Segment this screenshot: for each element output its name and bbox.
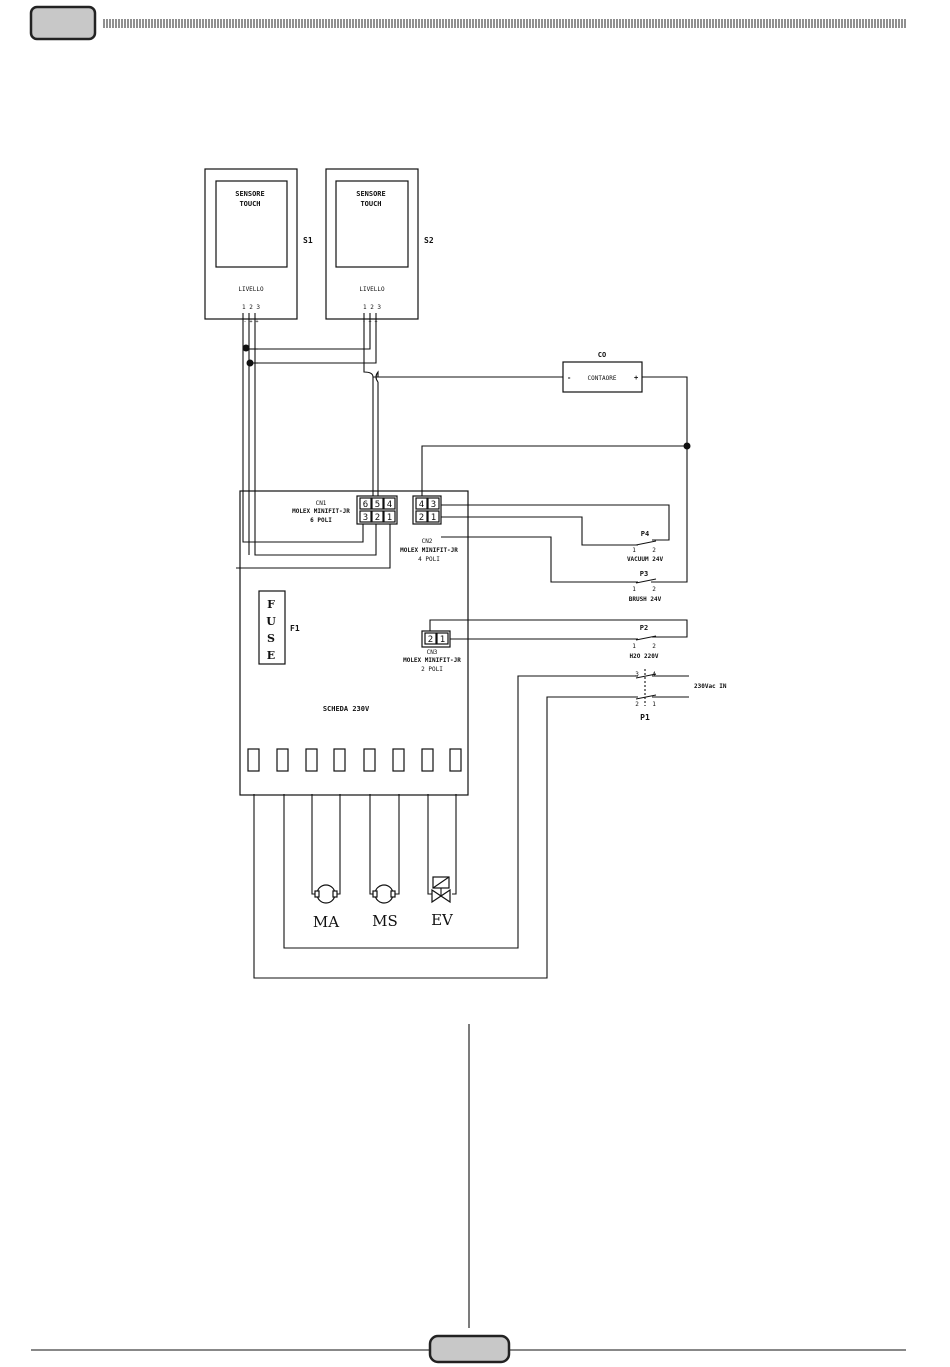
connector-cn1: 6 5 4 3 2 1 CN1 MOLEX MINIFIT-JR 6 POLI <box>292 495 398 525</box>
hour-counter-label: CONTAORE <box>588 375 617 382</box>
wires <box>236 313 689 979</box>
sensor-s2-pins: 1 2 3 <box>363 304 381 311</box>
control-board-label: SCHEDA 230V <box>323 705 370 713</box>
fuse-id: F1 <box>290 624 300 633</box>
switch-p2-pin2: 2 <box>652 643 656 650</box>
switch-p2-id: P2 <box>640 624 648 632</box>
cn1-pin-4: 4 <box>387 500 392 510</box>
sensor-s1-id: S1 <box>303 236 313 245</box>
switch-p4-label: VACUUM 24V <box>627 556 664 563</box>
hour-counter: CO CONTAORE - + <box>562 351 643 393</box>
switch-p3-pin2: 2 <box>652 586 656 593</box>
footer-page-tab <box>428 1334 511 1364</box>
switch-p3-label: BRUSH 24V <box>629 596 662 603</box>
sensor-s1-pins: 1 2 3 <box>242 304 260 311</box>
cn3-name: MOLEX MINIFIT-JR <box>403 657 461 664</box>
cn2-poles: 4 POLI <box>418 556 440 563</box>
motor-ms: MS <box>372 884 398 930</box>
switch-p1-pin3: 3 <box>635 671 639 678</box>
cn1-poles: 6 POLI <box>310 517 332 524</box>
sensor-s2-title: SENSORE <box>356 190 386 198</box>
sensor-s2: SENSORE TOUCH LIVELLO 1 2 3 - + + S2 <box>325 168 434 325</box>
output-terminal <box>363 748 376 772</box>
switch-p1-id: P1 <box>640 713 650 722</box>
cn3-poles: 2 POLI <box>421 666 443 673</box>
solenoid-valve-ev: EV <box>431 876 454 929</box>
motor-ms-label: MS <box>372 912 398 930</box>
valve-ev-label: EV <box>431 911 454 929</box>
connector-cn3: 2 1 CN3 MOLEX MINIFIT-JR 2 POLI <box>403 630 461 673</box>
connector-cn2: 4 3 2 1 CN2 MOLEX MINIFIT-JR 4 POLI <box>400 495 458 563</box>
switch-p4-pin2: 2 <box>652 547 656 554</box>
output-terminals <box>247 748 462 772</box>
cn1-name: MOLEX MINIFIT-JR <box>292 508 350 515</box>
cn1-id: CN1 <box>316 500 327 507</box>
fuse-letter-u: U <box>266 615 276 628</box>
switch-p1-pin1: 1 <box>652 701 656 708</box>
cn2-pin-1: 1 <box>431 513 436 523</box>
output-terminal <box>392 748 405 772</box>
motor-ma-label: MA <box>313 913 339 931</box>
switch-p3-pin1: 1 <box>632 586 636 593</box>
cn1-pin-2: 2 <box>375 513 380 523</box>
cn1-pin-5: 5 <box>375 500 380 510</box>
sensor-s2-id: S2 <box>424 236 434 245</box>
sensor-s1-title: SENSORE <box>235 190 265 198</box>
header-dotted-rule <box>103 19 906 28</box>
fuse-f1: F U S E F1 <box>258 590 300 665</box>
switch-p2: P2 1 2 H2O 220V <box>630 624 659 660</box>
fuse-letter-e: E <box>267 649 275 662</box>
junction-dot <box>683 442 691 450</box>
output-terminal <box>421 748 434 772</box>
switch-p4-pin1: 1 <box>632 547 636 554</box>
output-terminal <box>276 748 289 772</box>
hour-counter-plus: + <box>634 374 638 382</box>
output-terminal <box>247 748 260 772</box>
cn2-pin-2: 2 <box>419 513 424 523</box>
output-terminal <box>449 748 462 772</box>
switch-p1: 3 4 2 1 P1 <box>635 669 656 722</box>
cn1-pin-3: 3 <box>363 513 368 523</box>
sensor-s1-polarity: - + + <box>243 319 258 325</box>
cn2-pin-4: 4 <box>419 500 424 510</box>
switch-p3: P3 1 2 BRUSH 24V <box>629 570 662 603</box>
cn3-pin-1: 1 <box>440 635 445 645</box>
sensor-s1-title2: TOUCH <box>239 200 260 208</box>
junction-dot <box>246 359 254 367</box>
header-tab <box>29 5 97 41</box>
output-terminal <box>333 748 346 772</box>
switch-p4-id: P4 <box>641 530 649 538</box>
cn3-pin-2: 2 <box>428 635 433 645</box>
hour-counter-id: CO <box>598 351 606 359</box>
cn2-id: CN2 <box>422 538 433 545</box>
motor-ma: MA <box>313 884 339 931</box>
switch-p3-id: P3 <box>640 570 648 578</box>
hour-counter-minus: - <box>567 374 571 382</box>
cn2-name: MOLEX MINIFIT-JR <box>400 547 458 554</box>
switch-p2-pin1: 1 <box>632 643 636 650</box>
fuse-letter-s: S <box>267 632 275 645</box>
supply-label: 230Vac IN <box>694 683 727 690</box>
sensor-s1-level: LIVELLO <box>238 286 264 293</box>
fuse-letter-f: F <box>267 598 275 611</box>
switch-p2-label: H2O 220V <box>630 653 659 660</box>
switch-p1-pin2: 2 <box>635 701 639 708</box>
cn1-pin-6: 6 <box>363 500 368 510</box>
junction-dot <box>242 344 250 352</box>
sensor-s2-title2: TOUCH <box>360 200 381 208</box>
sensor-s2-level: LIVELLO <box>359 286 385 293</box>
output-terminal <box>305 748 318 772</box>
switch-p4: P4 1 2 VACUUM 24V <box>627 530 664 563</box>
cn3-id: CN3 <box>427 649 438 656</box>
cn1-pin-1: 1 <box>387 513 392 523</box>
cn2-pin-3: 3 <box>431 500 436 510</box>
sensor-s1: SENSORE TOUCH LIVELLO 1 2 3 - + + S1 <box>204 168 313 325</box>
